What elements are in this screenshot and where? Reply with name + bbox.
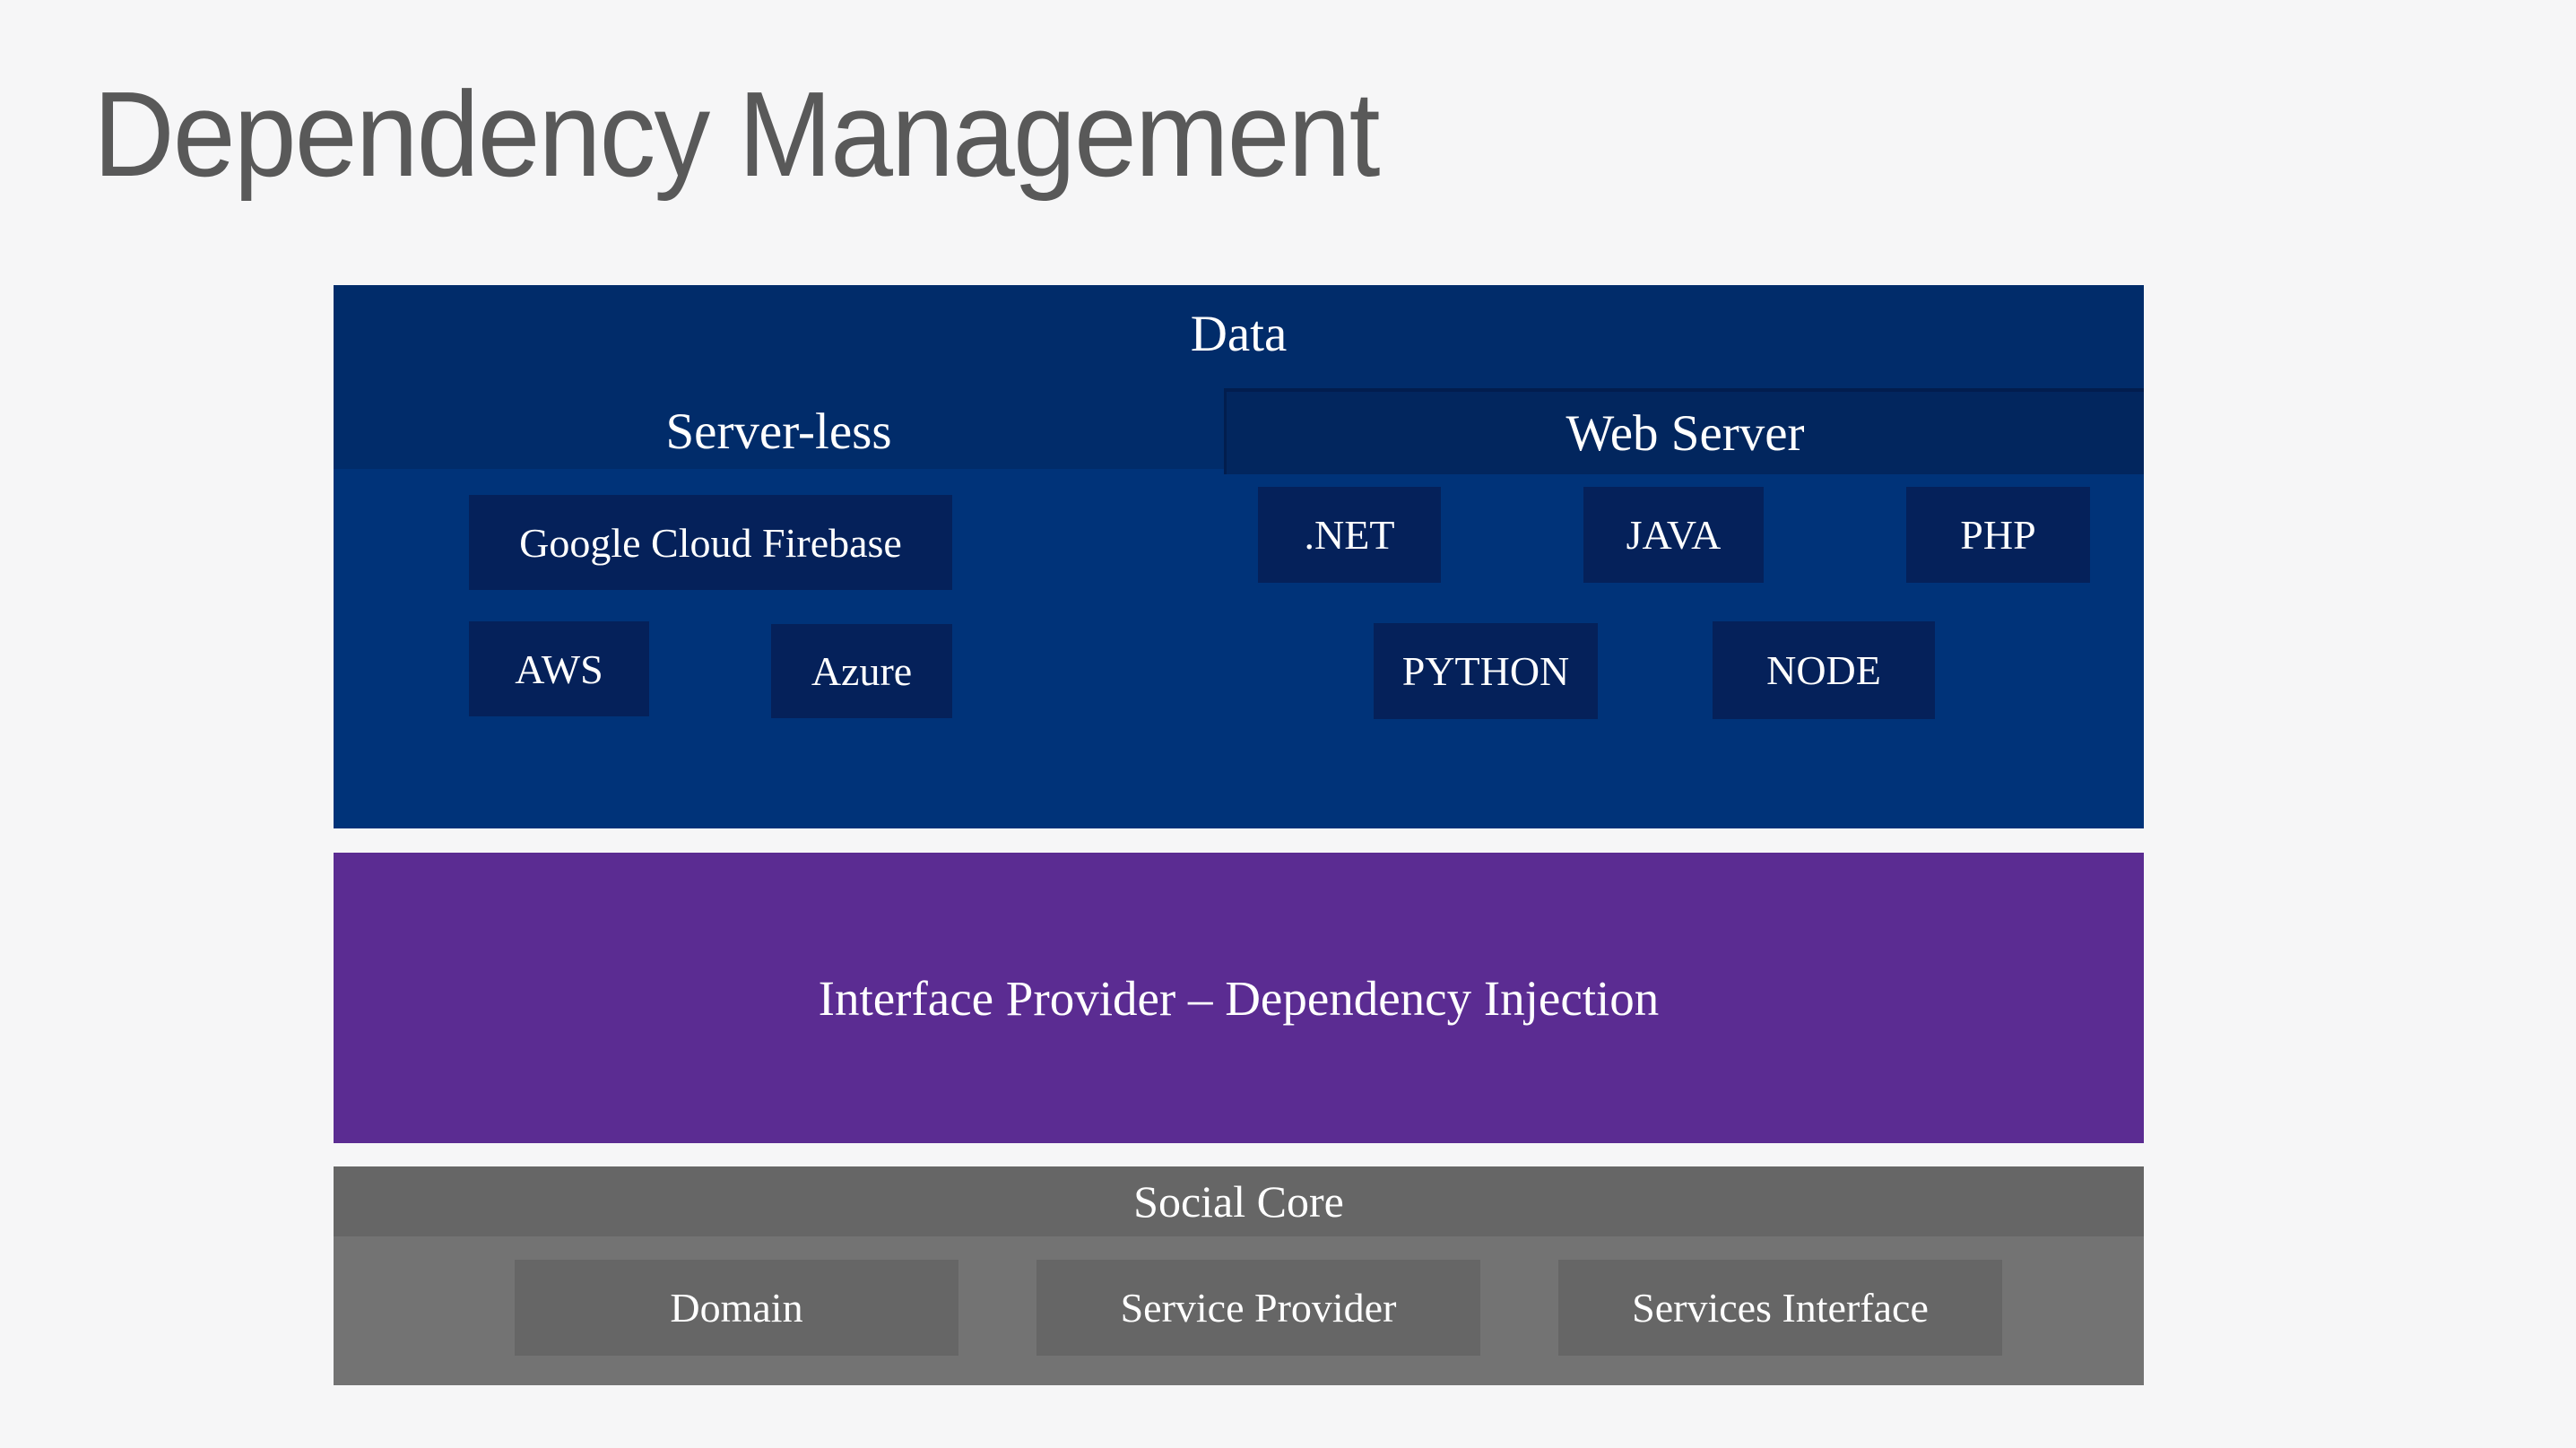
webserver-header-box: Web Server [1224,388,2144,474]
webserver-header: Web Server [1566,404,1805,462]
box-service-provider: Service Provider [1036,1260,1480,1356]
interface-provider-layer: Interface Provider – Dependency Injectio… [334,853,2144,1143]
box-services-interface: Services Interface [1558,1260,2002,1356]
social-core-layer: Social Core Domain Service Provider Serv… [334,1166,2144,1385]
box-dotnet: .NET [1258,487,1441,583]
box-domain: Domain [515,1260,958,1356]
box-java: JAVA [1583,487,1764,583]
box-node: NODE [1713,621,1935,719]
serverless-header: Server-less [665,403,892,460]
box-google-cloud-firebase: Google Cloud Firebase [469,495,952,590]
data-layer: Data Server-less Web Server Google Cloud… [334,285,2144,828]
data-layer-header-band: Data Server-less Web Server [334,285,2144,474]
box-python: PYTHON [1374,623,1598,719]
data-layer-header: Data [1190,306,1288,362]
box-php: PHP [1906,487,2090,583]
social-core-header-bar: Social Core [334,1166,2144,1236]
social-core-header: Social Core [1133,1176,1344,1227]
box-azure: Azure [771,624,952,718]
page-title: Dependency Management [93,66,1381,202]
interface-provider-label: Interface Provider – Dependency Injectio… [818,970,1660,1026]
box-aws: AWS [469,621,649,716]
